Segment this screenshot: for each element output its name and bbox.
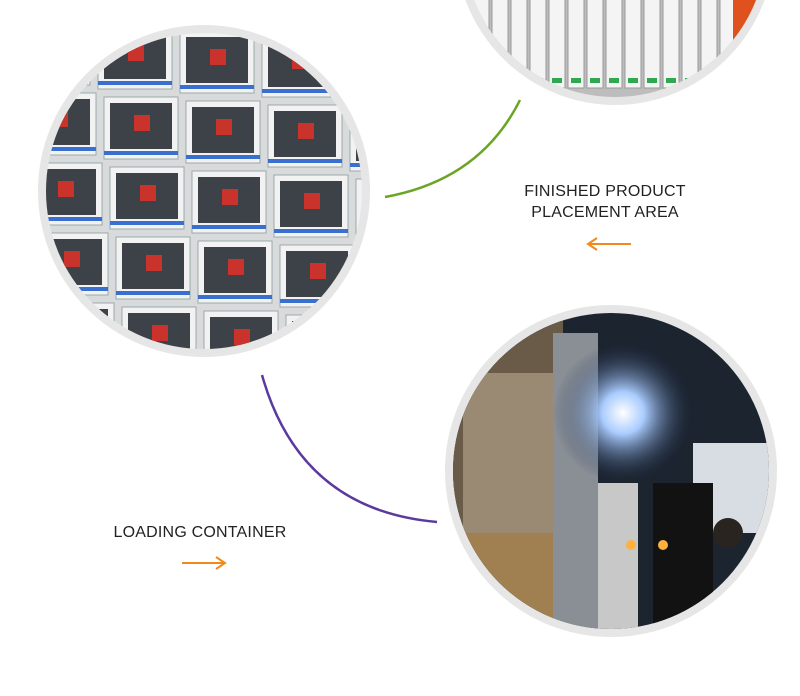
loading-container-photo [445,305,777,637]
label-line-1: LOADING CONTAINER [113,524,287,541]
finished-products-photo [38,25,370,357]
left-arrow-icon [586,237,631,251]
right-arrow-icon [182,556,227,570]
breaker-panel-photo [455,0,775,105]
loading-container-label: LOADING CONTAINER [100,522,300,543]
green-curve [384,99,522,199]
label-line-2: PLACEMENT AREA [531,204,679,221]
label-line-1: FINISHED PRODUCT [524,183,686,200]
finished-product-label: FINISHED PRODUCT PLACEMENT AREA [505,181,705,223]
purple-curve [260,374,438,524]
